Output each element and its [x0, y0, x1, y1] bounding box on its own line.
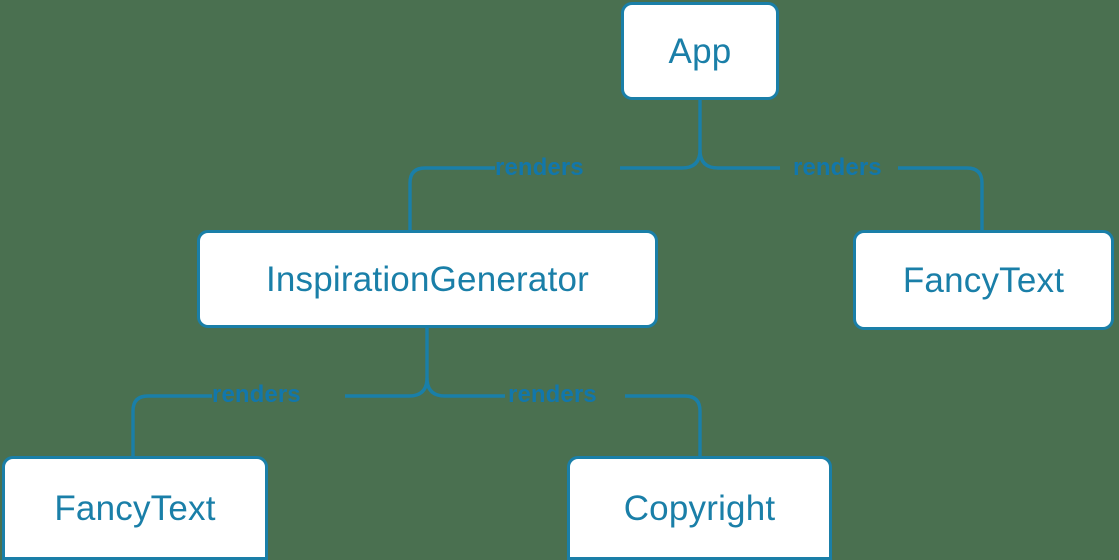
node-fancytext-bottom[interactable]: FancyText [2, 456, 268, 560]
edge-label-app-to-fancytext-right: renders [793, 154, 882, 181]
edge-label-app-to-inspiration-generator: renders [495, 154, 584, 181]
edge-app-to-inspiration [408, 166, 495, 230]
edge-label-inspiration-generator-to-copyright: renders [508, 381, 597, 408]
node-fancytext-right-label: FancyText [902, 260, 1065, 300]
edge-ig-split-right [425, 377, 505, 398]
node-fancytext-right[interactable]: FancyText [853, 230, 1114, 330]
edge-app-split-right [698, 149, 780, 170]
edge-label-inspiration-generator-to-fancytext-bottom: renders [212, 381, 301, 408]
edge-app-to-fancytext-right [898, 166, 984, 230]
node-app-label: App [668, 31, 732, 71]
node-inspiration-generator[interactable]: InspirationGenerator [197, 230, 658, 328]
node-copyright[interactable]: Copyright [567, 456, 832, 560]
node-inspiration-generator-label: InspirationGenerator [265, 259, 590, 299]
node-copyright-label: Copyright [623, 488, 776, 528]
edge-ig-to-copyright [625, 394, 702, 456]
node-app[interactable]: App [621, 2, 779, 100]
edge-app-split-left [620, 149, 702, 170]
node-fancytext-bottom-label: FancyText [54, 488, 216, 528]
edge-ig-to-fancytext-bottom [131, 394, 212, 456]
edge-ig-split-left [345, 377, 429, 398]
